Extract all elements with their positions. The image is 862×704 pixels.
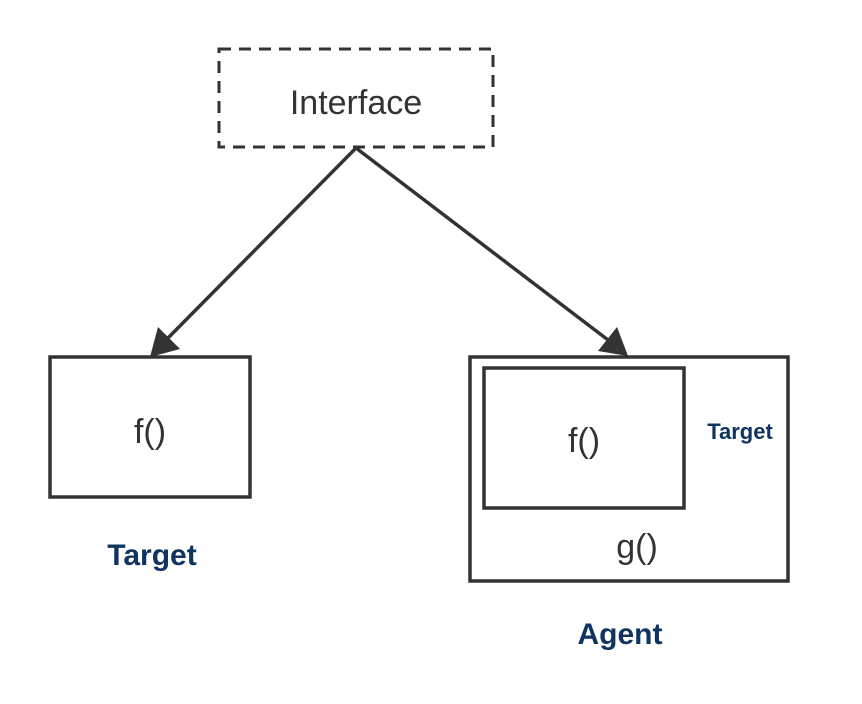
interface-node: Interface [217,47,495,149]
interface-label: Interface [290,84,422,122]
target-method: f() [134,413,166,451]
arrow-to-agent-head [598,327,628,356]
arrow-to-target-line [164,146,358,342]
arrow-to-agent [354,146,628,356]
arrow-to-agent-line [354,146,614,345]
target-node: f() [48,355,252,499]
agent-method: g() [616,528,658,566]
arrow-to-target-head [150,327,180,357]
agent-caption: Agent [578,618,663,651]
agent-node: f() Target g() [468,355,790,583]
agent-inner-target-box [482,366,686,510]
arrow-to-target [150,146,358,357]
agent-inner-target-label: Target [707,419,773,444]
interface-box [217,47,495,149]
agent-box [468,355,790,583]
target-box [48,355,252,499]
target-caption: Target [107,539,196,572]
agent-inner-method: f() [568,422,600,460]
